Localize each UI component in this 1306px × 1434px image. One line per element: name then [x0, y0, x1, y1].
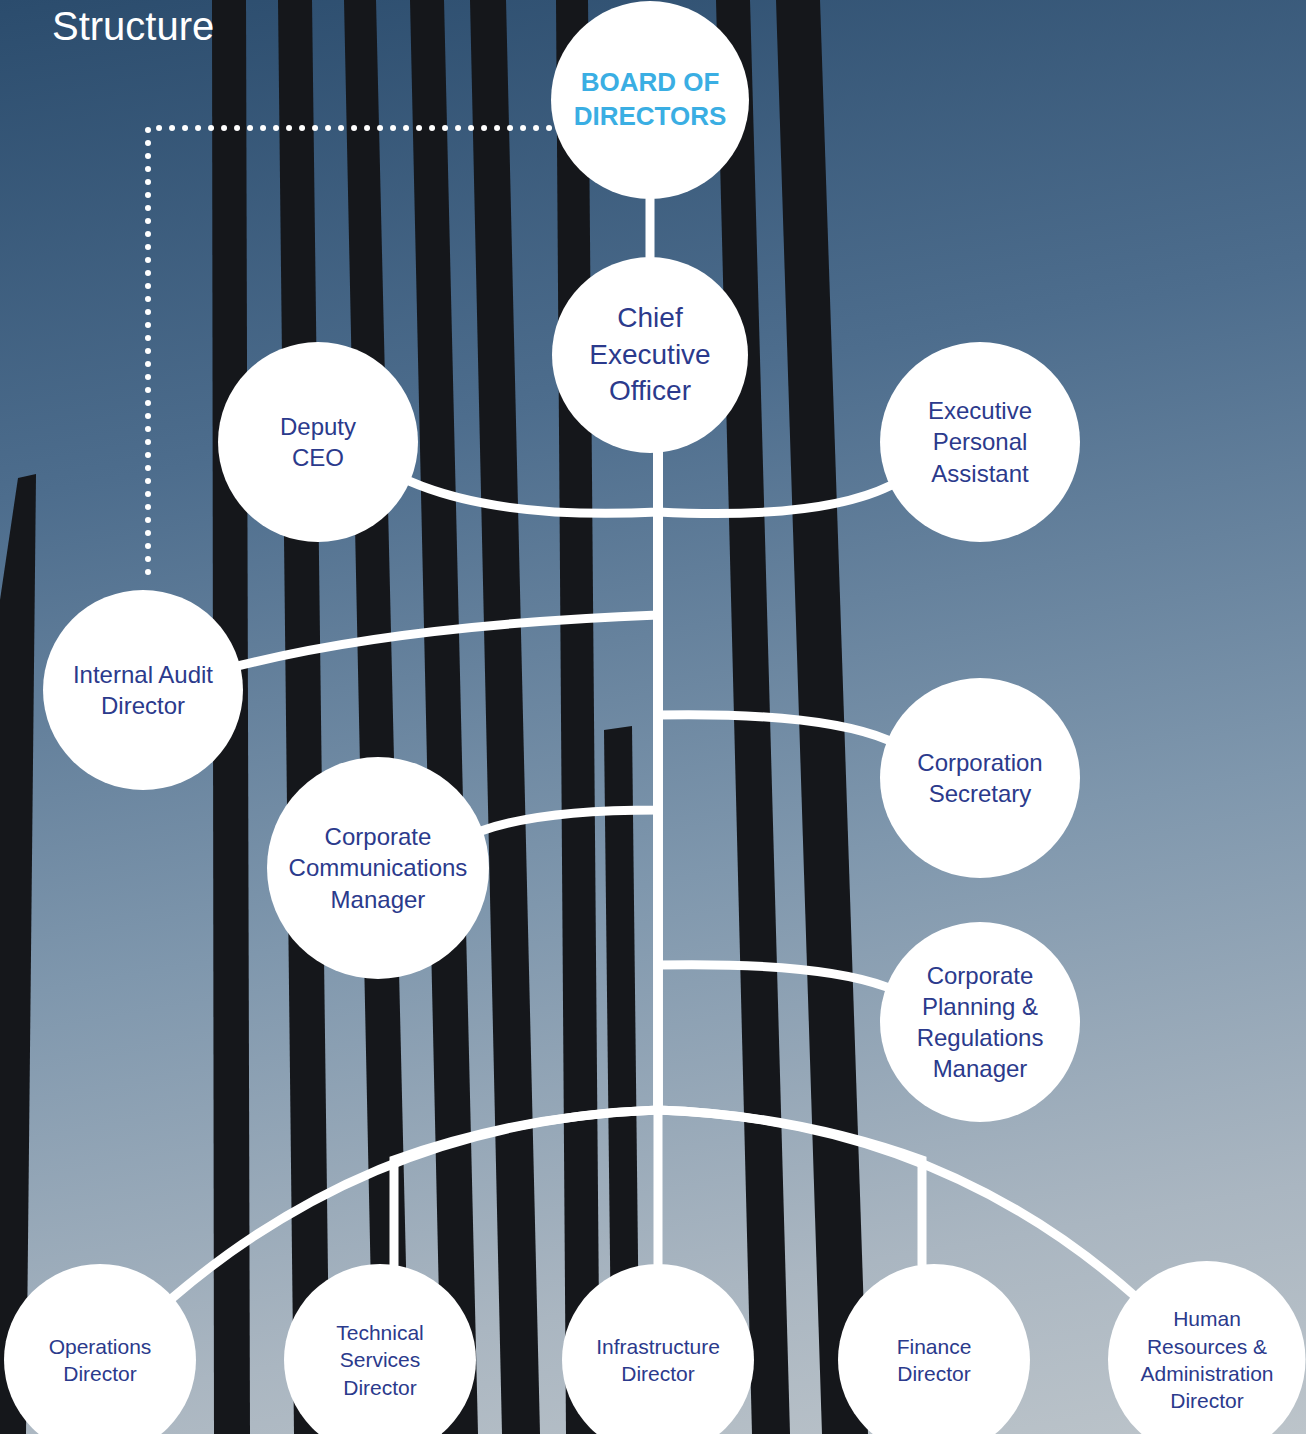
- node-label: Corporation Secretary: [909, 747, 1051, 809]
- node-text-group: Chief Executive Officer: [580, 300, 720, 409]
- node-text-group: Corporation Secretary: [909, 747, 1051, 809]
- node-text-group: Infrastructure Director: [583, 1333, 733, 1388]
- node-text-group: Corporate Planning & Regulations Manager: [910, 960, 1050, 1085]
- reporting-line: [658, 453, 890, 514]
- circle-shape: [552, 257, 748, 453]
- circle-outline: [43, 590, 243, 790]
- node-label: Finance Director: [884, 1333, 984, 1388]
- org-circle: Internal Audit Director: [43, 590, 243, 790]
- circle-shape: [284, 1264, 476, 1434]
- circle-outline: [880, 678, 1080, 878]
- node-label: Human Resources & Administration Directo…: [1132, 1305, 1282, 1414]
- circle-shape: [267, 757, 489, 979]
- org-circle: Infrastructure Director: [562, 1264, 754, 1434]
- rebar-bar: [410, 0, 478, 1434]
- org-circle: BOARD OF DIRECTORS: [551, 1, 749, 199]
- circle-shape: [838, 1264, 1030, 1434]
- node-label: Infrastructure Director: [583, 1333, 733, 1388]
- org-circle: Chief Executive Officer: [552, 257, 748, 453]
- reporting-line: [658, 453, 888, 740]
- rebar-bar: [470, 0, 540, 1434]
- circle-shape: [880, 342, 1080, 542]
- reporting-line: [658, 453, 886, 987]
- node-text-group: Finance Director: [884, 1333, 984, 1388]
- org-circle: Corporate Communications Manager: [267, 757, 489, 979]
- circle-shape: [4, 1264, 196, 1434]
- org-circle: Operations Director: [4, 1264, 196, 1434]
- circle-outline: [551, 1, 749, 199]
- node-label: Technical Services Director: [330, 1319, 430, 1401]
- node-label: Deputy CEO: [268, 411, 368, 473]
- reporting-line: [482, 453, 658, 831]
- reporting-line: [646, 199, 655, 257]
- node-label: Executive Personal Assistant: [919, 395, 1041, 489]
- reporting-line: [173, 453, 658, 1298]
- circle-shape: [43, 590, 243, 790]
- reporting-line: [410, 453, 658, 514]
- node-label: Operations Director: [39, 1333, 161, 1388]
- chart-title: Structure: [52, 2, 214, 50]
- node-text-group: Operations Director: [39, 1333, 161, 1388]
- circle-shape: [1108, 1261, 1306, 1434]
- circle-outline: [880, 922, 1080, 1122]
- circle-outline: [218, 342, 418, 542]
- circle-shape: [551, 1, 749, 199]
- node-label: Internal Audit Director: [67, 659, 219, 721]
- node-text-group: Human Resources & Administration Directo…: [1132, 1305, 1282, 1414]
- node-text-group: BOARD OF DIRECTORS: [565, 66, 735, 134]
- node-text-group: Technical Services Director: [330, 1319, 430, 1401]
- node-text-group: Internal Audit Director: [67, 659, 219, 721]
- node-label: Corporate Communications Manager: [284, 821, 472, 915]
- node-text-group: Executive Personal Assistant: [919, 395, 1041, 489]
- node-label: BOARD OF DIRECTORS: [565, 66, 735, 134]
- node-text-group: Corporate Communications Manager: [284, 821, 472, 915]
- reporting-line: [658, 453, 922, 1265]
- org-circle: Finance Director: [838, 1264, 1030, 1434]
- org-circle: Corporate Planning & Regulations Manager: [880, 922, 1080, 1122]
- circle-shape: [218, 342, 418, 542]
- org-circle: Executive Personal Assistant: [880, 342, 1080, 542]
- org-circle: Technical Services Director: [284, 1264, 476, 1434]
- dotted-connector: [148, 128, 549, 582]
- org-circle: Deputy CEO: [218, 342, 418, 542]
- node-label: Chief Executive Officer: [580, 300, 720, 409]
- node-text-group: Deputy CEO: [268, 411, 368, 473]
- rebar-bar: [0, 474, 36, 1434]
- node-label: Corporate Planning & Regulations Manager: [910, 960, 1050, 1085]
- circle-shape: [562, 1264, 754, 1434]
- circle-shape: [880, 922, 1080, 1122]
- org-circle: Human Resources & Administration Directo…: [1108, 1261, 1306, 1434]
- org-circle: Corporation Secretary: [880, 678, 1080, 878]
- circle-shape: [880, 678, 1080, 878]
- rebar-bar: [344, 0, 410, 1434]
- reporting-line: [658, 453, 1133, 1295]
- rebar-bar: [556, 0, 600, 1434]
